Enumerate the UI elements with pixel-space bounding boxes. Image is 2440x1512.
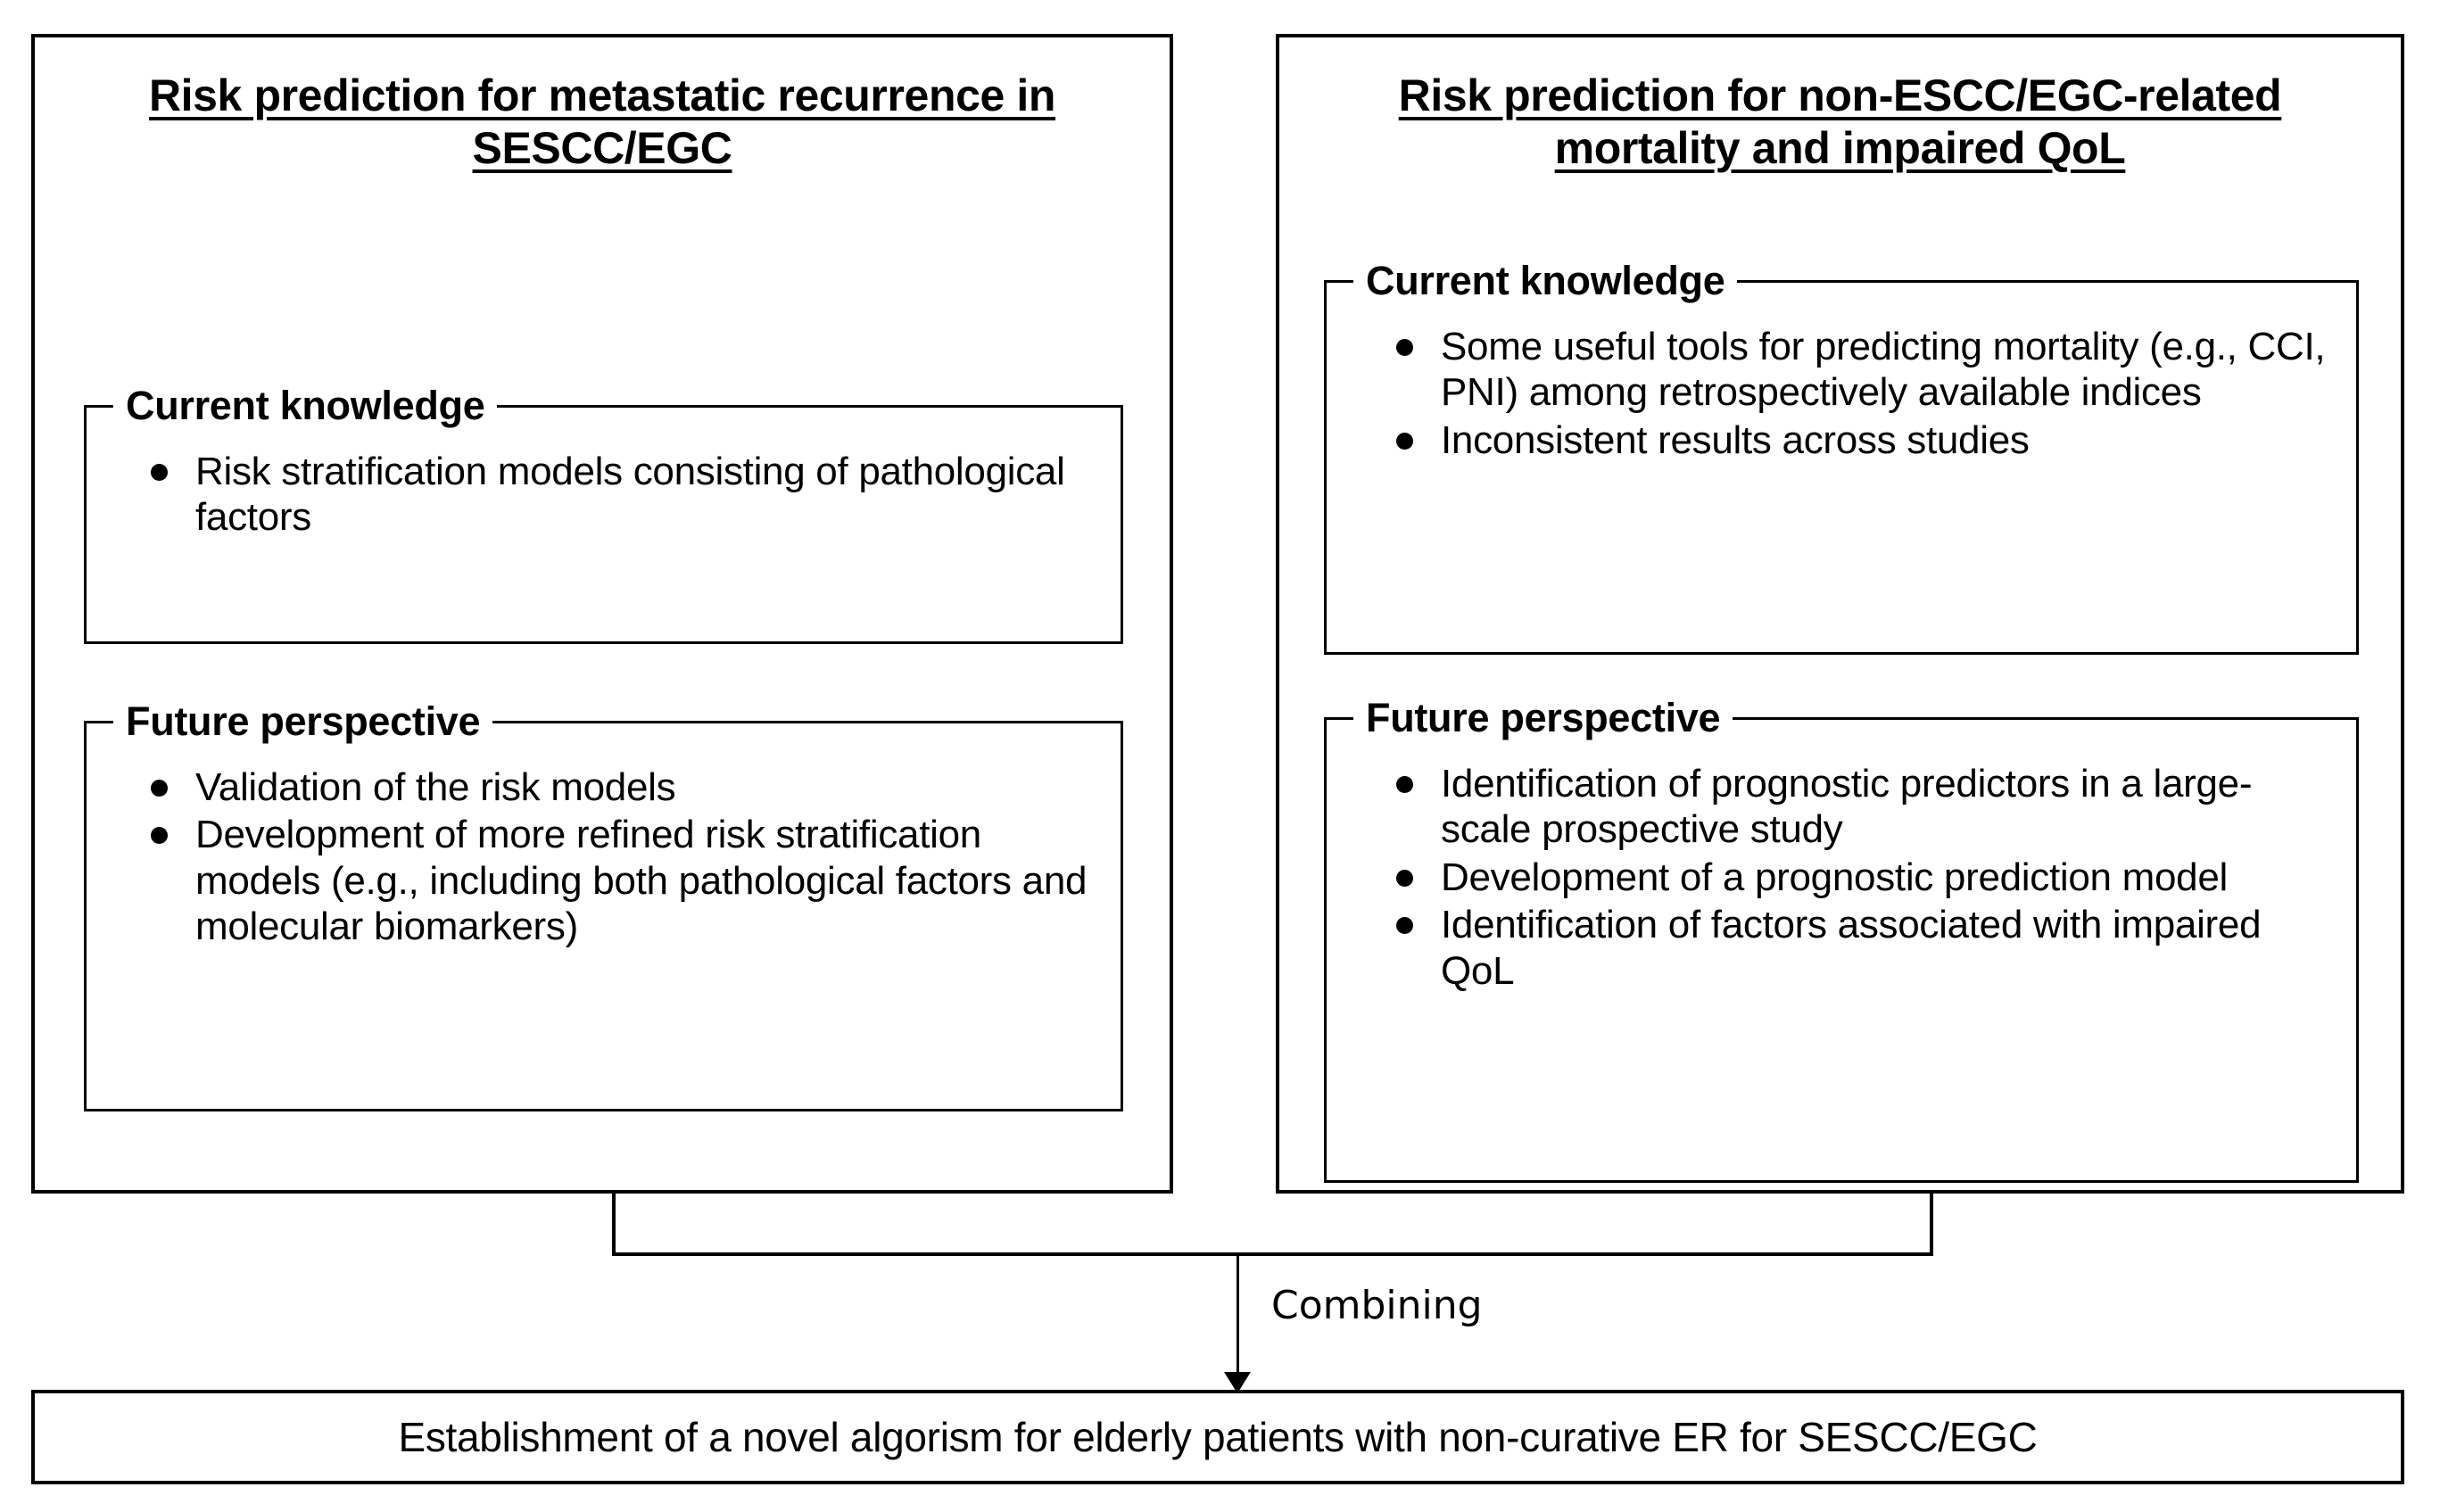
group-right-future-perspective-legend: Future perspective — [1353, 693, 1733, 743]
connector-line-left-vertical — [612, 1194, 616, 1256]
group-right-future-perspective: Future perspective Identification of pro… — [1324, 693, 2359, 1183]
panel-metastatic-recurrence: Risk prediction for metastatic recurrenc… — [31, 34, 1173, 1194]
list-item: Identification of factors associated wit… — [1391, 902, 2340, 994]
bullet-list-left-current-knowledge: Risk stratification models consisting of… — [87, 408, 1121, 541]
bullet-list-left-future-perspective: Validation of the risk models Developmen… — [87, 723, 1121, 950]
list-item: Identification of prognostic predictors … — [1391, 761, 2340, 853]
list-item: Some useful tools for predicting mortali… — [1391, 324, 2340, 416]
bullet-list-right-current-knowledge: Some useful tools for predicting mortali… — [1327, 283, 2356, 463]
group-right-current-knowledge-legend: Current knowledge — [1353, 256, 1738, 306]
list-item: Development of a prognostic prediction m… — [1391, 855, 2340, 900]
panel-left-title: Risk prediction for metastatic recurrenc… — [148, 70, 1056, 173]
connector-line-horizontal — [612, 1252, 1933, 1256]
group-left-future-perspective-legend: Future perspective — [113, 697, 493, 747]
panel-right-title: Risk prediction for non-ESCC/EGC-related… — [1398, 70, 2282, 173]
connector-line-stem — [1237, 1252, 1239, 1384]
group-right-current-knowledge: Current knowledge Some useful tools for … — [1324, 256, 2359, 655]
list-item: Validation of the risk models — [145, 764, 1094, 810]
list-item: Inconsistent results across studies — [1391, 417, 2340, 463]
connector-label-combining: Combining — [1271, 1283, 1483, 1328]
list-item: Risk stratification models consisting of… — [145, 449, 1094, 541]
group-left-current-knowledge: Current knowledge Risk stratification mo… — [84, 381, 1123, 644]
connector-line-right-vertical — [1930, 1194, 1933, 1256]
result-box: Establishment of a novel algorism for el… — [31, 1390, 2404, 1484]
panel-non-escc-egc-mortality: Risk prediction for non-ESCC/EGC-related… — [1276, 34, 2404, 1194]
list-item: Development of more refined risk stratif… — [145, 812, 1094, 949]
bullet-list-right-future-perspective: Identification of prognostic predictors … — [1327, 720, 2356, 994]
group-left-current-knowledge-legend: Current knowledge — [113, 381, 498, 431]
result-text: Establishment of a novel algorism for el… — [398, 1414, 2038, 1460]
group-left-future-perspective: Future perspective Validation of the ris… — [84, 697, 1123, 1111]
